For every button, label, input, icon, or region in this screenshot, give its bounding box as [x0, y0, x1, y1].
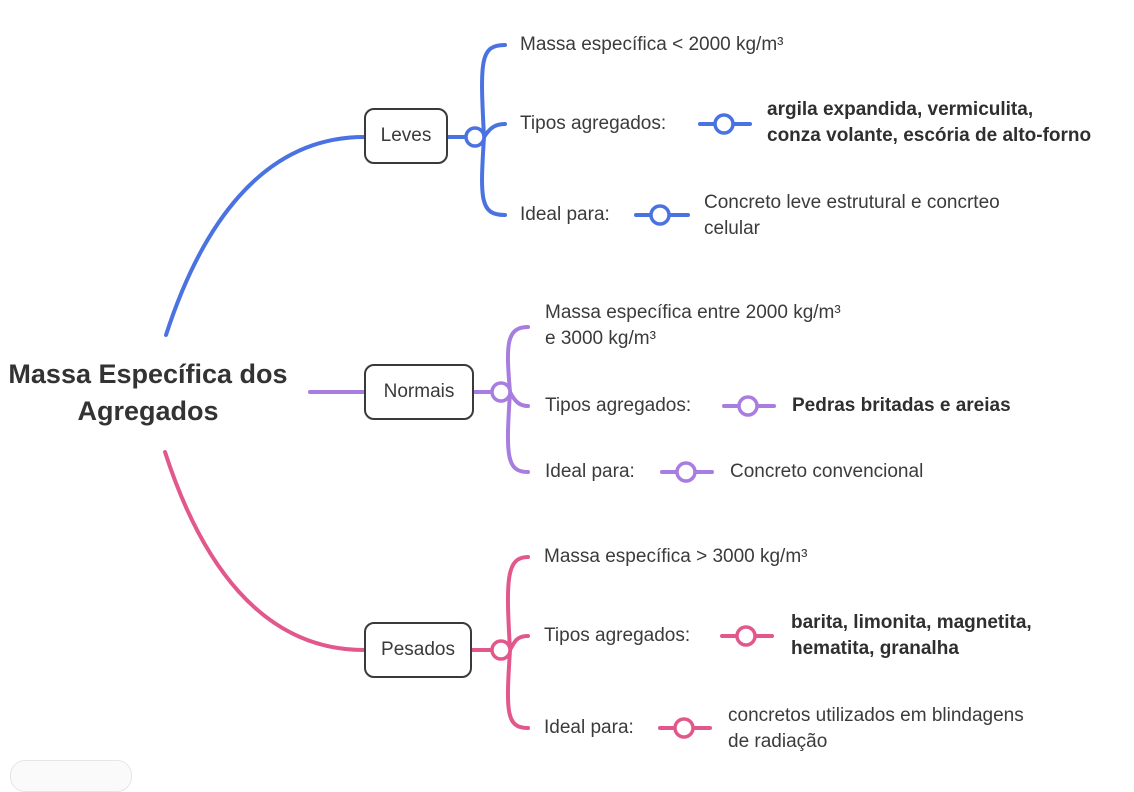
normais-tipos-topic[interactable]: Tipos agregados: [545, 395, 692, 416]
pesados-ideal-topic[interactable]: Ideal para: [544, 717, 634, 738]
connector-normais-ideal [505, 390, 530, 474]
pesados-collapse-dot[interactable] [490, 639, 512, 661]
normais-tipos-value[interactable]: Pedras britadas e areias [792, 395, 1011, 416]
normais-collapse-dot[interactable] [490, 381, 512, 403]
pesados-ideal-line2: de radiação [728, 731, 828, 752]
root-topic[interactable]: Massa Específica dos Agregados [0, 356, 296, 430]
connector-pesados-ideal [505, 648, 530, 730]
leves-ideal-topic[interactable]: Ideal para: [520, 204, 610, 225]
normais-ideal-value[interactable]: Concreto convencional [730, 461, 924, 482]
leves-ideal-dot[interactable] [649, 204, 671, 226]
leves-ideal-line2: celular [704, 218, 760, 239]
leves-ideal-value[interactable]: Concreto leve estrutural e concrteo celu… [704, 190, 1064, 242]
connector-leves-tipos [482, 122, 507, 139]
connector-leves-ideal [480, 135, 507, 217]
leves-massa-topic[interactable]: Massa específica < 2000 kg/m³ [520, 34, 784, 55]
pesados-tipos-topic[interactable]: Tipos agregados: [544, 625, 691, 646]
connector-pesados-massa [505, 555, 530, 652]
pesados-ideal-dot[interactable] [673, 717, 695, 739]
node-normais[interactable]: Normais [364, 364, 474, 420]
connector-root-pesados [163, 450, 366, 652]
pesados-tipos-line1: barita, limonita, magnetita, [791, 612, 1032, 633]
normais-ideal-dot[interactable] [675, 461, 697, 483]
normais-massa-line2: e 3000 kg/m³ [545, 328, 656, 349]
pesados-ideal-value[interactable]: concretos utilizados em blindagens de ra… [728, 703, 1088, 755]
leves-tipos-topic[interactable]: Tipos agregados: [520, 113, 667, 134]
pesados-tipos-dot[interactable] [735, 625, 757, 647]
connector-normais-massa [505, 325, 530, 394]
node-normais-label: Normais [383, 381, 455, 402]
connector-root-leves [164, 135, 366, 337]
pesados-tipos-line2: hematita, granalha [791, 638, 959, 659]
bottom-left-toolbar-edge [10, 760, 132, 792]
pesados-ideal-line1: concretos utilizados em blindagens [728, 705, 1024, 726]
pesados-massa-topic[interactable]: Massa específica > 3000 kg/m³ [544, 546, 808, 567]
node-pesados[interactable]: Pesados [364, 622, 472, 678]
normais-ideal-topic[interactable]: Ideal para: [545, 461, 635, 482]
pesados-tipos-value[interactable]: barita, limonita, magnetita, hematita, g… [791, 610, 1121, 662]
connector-leves-massa [480, 43, 507, 139]
node-leves-label: Leves [380, 125, 432, 146]
leves-ideal-line1: Concreto leve estrutural e concrteo [704, 192, 1000, 213]
connector-normais-tipos [508, 390, 530, 408]
node-pesados-label: Pesados [381, 639, 455, 660]
leves-tipos-line2: conza volante, escória de alto-forno [767, 125, 1092, 146]
normais-tipos-dot[interactable] [737, 395, 759, 417]
normais-massa-topic[interactable]: Massa específica entre 2000 kg/m³ e 3000… [545, 300, 905, 352]
leves-tipos-dot[interactable] [713, 113, 735, 135]
mindmap-connectors [163, 43, 776, 739]
root-title-line2: Agregados [77, 396, 219, 426]
leves-collapse-dot[interactable] [464, 126, 486, 148]
normais-massa-line1: Massa específica entre 2000 kg/m³ [545, 302, 841, 323]
root-title-line1: Massa Específica dos [8, 359, 288, 389]
leves-tipos-value[interactable]: argila expandida, vermiculita, conza vol… [767, 97, 1127, 149]
leves-tipos-line1: argila expandida, vermiculita, [767, 99, 1034, 120]
node-leves[interactable]: Leves [364, 108, 448, 164]
connector-pesados-tipos [508, 634, 530, 652]
